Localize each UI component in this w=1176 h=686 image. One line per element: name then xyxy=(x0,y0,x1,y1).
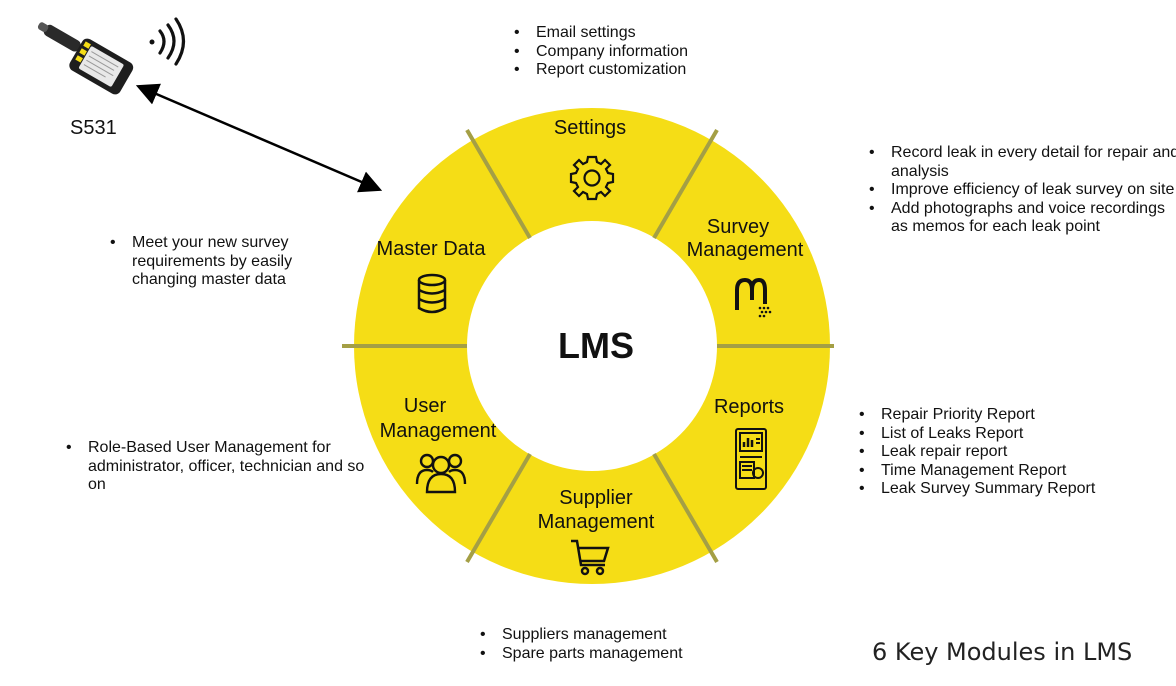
feature-list-user-management: Role-Based User Management for administr… xyxy=(66,439,378,495)
module-label-survey-management: Survey xyxy=(707,216,769,238)
list-item: Repair Priority Report xyxy=(859,406,1095,425)
module-label-user-management: Management xyxy=(380,420,497,442)
module-label-supplier-management: Supplier xyxy=(559,487,633,509)
center-label: LMS xyxy=(558,325,634,366)
feature-list-reports: Repair Priority Report List of Leaks Rep… xyxy=(859,406,1095,499)
list-item: Suppliers management xyxy=(480,626,683,645)
divider-line xyxy=(465,452,532,564)
leak-sensor-icon xyxy=(735,277,772,318)
divider-line xyxy=(652,128,719,240)
database-icon xyxy=(417,273,447,314)
list-item: Spare parts management xyxy=(480,645,682,664)
module-label-supplier-management: Management xyxy=(538,511,655,533)
module-label-user-management: User xyxy=(404,395,447,417)
list-item: Email settings xyxy=(514,24,688,43)
report-icon xyxy=(735,428,767,490)
ring-dividers xyxy=(342,128,834,564)
device-label: S531 xyxy=(70,117,117,139)
users-icon xyxy=(415,453,467,494)
list-item: Meet your new survey requirements by eas… xyxy=(110,234,342,290)
gear-icon xyxy=(569,155,615,201)
list-item: Role-Based User Management for administr… xyxy=(66,439,378,495)
divider-line xyxy=(652,452,719,564)
module-label-survey-management: Management xyxy=(687,239,804,261)
list-item: List of Leaks Report xyxy=(859,425,1095,444)
module-label-settings: Settings xyxy=(554,117,626,139)
list-item: Report customization xyxy=(514,61,688,80)
list-item: Leak repair report xyxy=(859,443,1095,462)
wireless-signal-icon xyxy=(149,17,186,66)
shopping-cart-icon xyxy=(571,539,610,576)
module-label-master-data: Master Data xyxy=(377,238,487,260)
ring-center xyxy=(467,221,717,471)
feature-list-settings: Email settings Company information Repor… xyxy=(514,24,688,80)
list-item: Leak Survey Summary Report xyxy=(859,480,1095,499)
divider-line xyxy=(465,128,532,240)
module-label-reports: Reports xyxy=(714,396,784,418)
list-item: Time Management Report xyxy=(859,462,1095,481)
diagram-title: 6 Key Modules in LMS xyxy=(872,638,1133,666)
feature-list-survey-management: Record leak in every detail for repair a… xyxy=(869,144,1176,237)
list-item: Add photographs and voice recordings as … xyxy=(869,200,1176,237)
s531-device-illustration xyxy=(37,22,134,95)
list-item: Improve efficiency of leak survey on sit… xyxy=(869,181,1176,200)
list-item: Record leak in every detail for repair a… xyxy=(869,144,1176,181)
feature-list-supplier-management: Suppliers management Spare parts managem… xyxy=(480,626,683,664)
connection-arrow xyxy=(135,83,383,193)
feature-list-master-data: Meet your new survey requirements by eas… xyxy=(110,234,342,290)
list-item: Company information xyxy=(514,43,688,62)
